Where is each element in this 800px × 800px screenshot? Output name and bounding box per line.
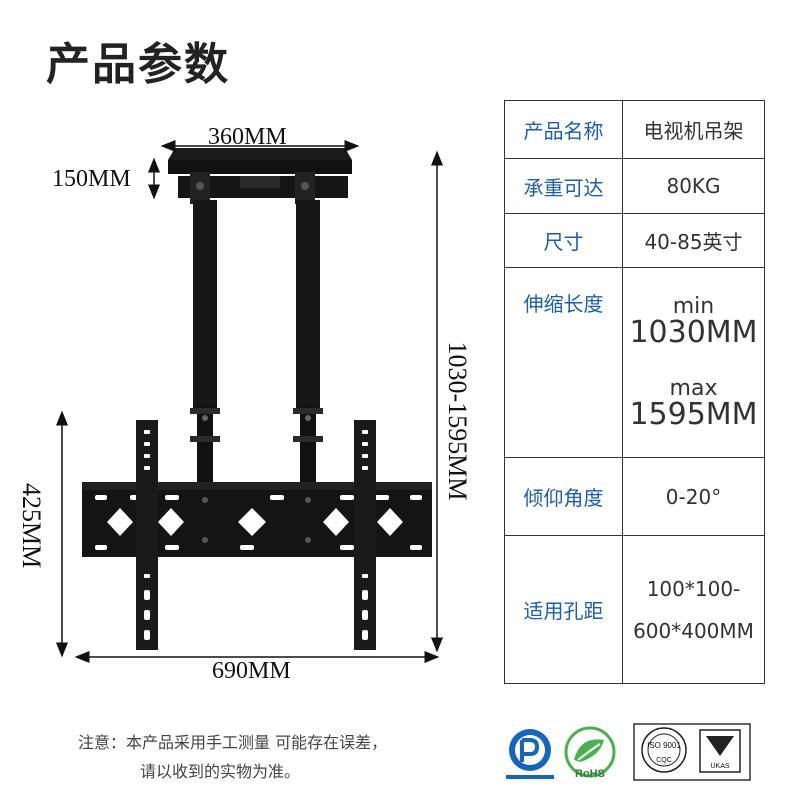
spec-row-name: 产品名称 电视机吊架 xyxy=(504,100,765,159)
min-label: min xyxy=(672,293,715,319)
spec-value: 电视机吊架 xyxy=(622,100,765,159)
top-width-label: 360MM xyxy=(208,124,287,150)
spec-label: 产品名称 xyxy=(504,100,623,159)
spec-label: 伸缩长度 xyxy=(504,267,623,458)
page-title: 产品参数 xyxy=(46,39,230,90)
spec-extension-range: min 1030MM max 1595MM xyxy=(622,267,765,458)
spec-row-extension: 伸缩长度 min 1030MM max 1595MM xyxy=(504,267,765,458)
svg-text:RoHS: RoHS xyxy=(575,768,605,780)
note-line2: 请以收到的实物为准。 xyxy=(140,762,301,781)
certification-logos: RoHS ISO 9001 CQC UKAS xyxy=(500,722,760,784)
svg-text:UKAS: UKAS xyxy=(710,763,729,770)
measurement-note: 注意：本产品采用手工测量 可能存在误差， 请以收到的实物为准。 xyxy=(78,728,387,786)
spec-label: 承重可达 xyxy=(504,158,623,214)
spec-row-size: 尺寸 40-85英寸 xyxy=(504,213,765,268)
min-value: 1030MM xyxy=(629,314,758,350)
spec-label: 尺寸 xyxy=(504,213,623,268)
max-label: max xyxy=(669,375,718,401)
vesa-line1: 100*100- xyxy=(646,576,741,601)
ceiling-mount-illustration xyxy=(56,140,443,663)
spec-value: 40-85英寸 xyxy=(622,213,765,268)
bracket-height-label: 425MM xyxy=(17,483,46,569)
rohs-icon: RoHS xyxy=(564,726,616,780)
svg-text:CQC: CQC xyxy=(656,757,672,764)
total-height-label: 1030-1595MM xyxy=(443,341,472,501)
spec-row-load: 承重可达 80KG xyxy=(504,158,765,214)
iso-ukas-icon: ISO 9001 CQC UKAS xyxy=(633,723,751,781)
max-value: 1595MM xyxy=(629,396,758,432)
spec-row-tilt: 倾仰角度 0-20° xyxy=(504,457,765,536)
note-line1: 注意：本产品采用手工测量 可能存在误差， xyxy=(78,733,388,752)
plate-depth-label: 150MM xyxy=(52,166,131,192)
cert-logos-svg: RoHS ISO 9001 CQC UKAS xyxy=(506,723,751,781)
spec-row-vesa: 适用孔距 100*100- 600*400MM xyxy=(504,535,765,684)
product-diagram: 360MM 150MM 1030-1595MM 425MM 690MM xyxy=(0,110,490,710)
spec-value: 100*100- 600*400MM xyxy=(622,535,765,684)
spec-label: 适用孔距 xyxy=(504,535,623,684)
vesa-line2: 600*400MM xyxy=(633,618,754,643)
spec-label: 倾仰角度 xyxy=(504,457,623,536)
bracket-width-label: 690MM xyxy=(212,658,291,684)
svg-text:ISO 9001: ISO 9001 xyxy=(647,741,681,750)
spec-table: 产品名称 电视机吊架 承重可达 80KG 尺寸 40-85英寸 伸缩长度 min… xyxy=(504,100,765,684)
spec-value: 80KG xyxy=(622,158,765,214)
spec-value: 0-20° xyxy=(622,457,765,536)
pc-cert-icon xyxy=(506,729,554,779)
